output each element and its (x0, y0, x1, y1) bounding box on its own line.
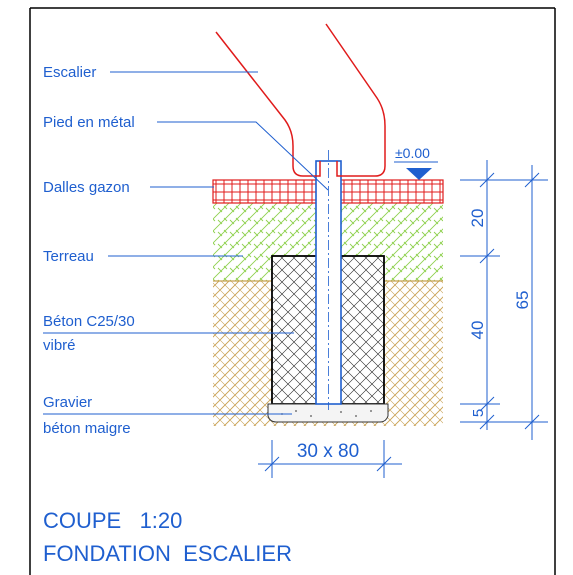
dimension-30x80: 30 x 80 (297, 441, 359, 462)
label-beton-line2: vibré (43, 337, 76, 354)
label-pied-en-metal: Pied en métal (43, 114, 135, 131)
stair-stringer-right (325, 23, 386, 177)
lean-concrete-base (267, 403, 389, 423)
dimension-width (258, 440, 402, 478)
dimension-65: 65 (513, 291, 532, 310)
label-gravier-line1: Gravier (43, 394, 92, 411)
title-fondation: FONDATION ESCALIER (43, 541, 292, 566)
label-beton-line1: Béton C25/30 (43, 313, 135, 330)
metal-post (315, 160, 342, 405)
dimension-40: 40 (468, 321, 487, 340)
label-gravier-line2: béton maigre (43, 420, 131, 437)
level-triangle-icon (406, 168, 432, 180)
dimension-overall (500, 165, 548, 440)
label-terreau: Terreau (43, 248, 94, 265)
label-dalles-gazon: Dalles gazon (43, 179, 130, 196)
dimension-chain-left (460, 160, 500, 430)
dimension-5: 5 (470, 409, 487, 417)
stair-stringer-left (215, 31, 321, 177)
level-label: ±0.00 (395, 145, 430, 161)
label-escalier: Escalier (43, 64, 96, 81)
leader-pied-en-metal (157, 121, 329, 191)
dimension-20: 20 (468, 209, 487, 228)
title-coupe: COUPE 1:20 (43, 508, 182, 533)
